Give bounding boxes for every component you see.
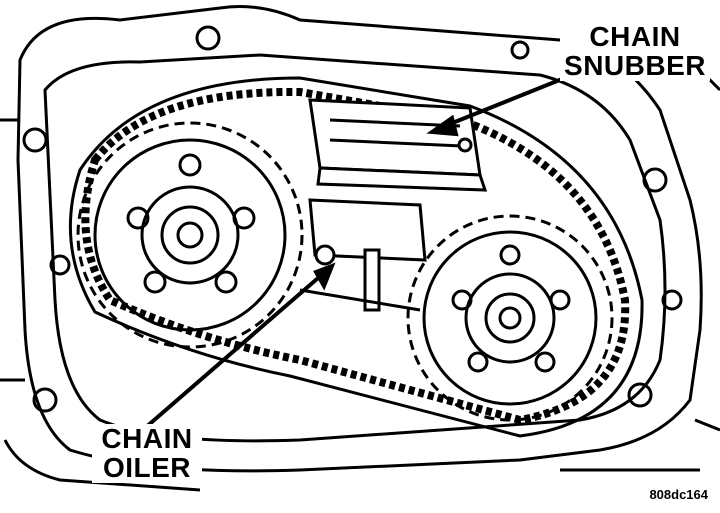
- oiler-arrowhead: [313, 262, 336, 291]
- chain-snubber-label: CHAIN SNUBBER: [560, 22, 710, 81]
- chain-snubber-label-line1: CHAIN: [589, 21, 681, 52]
- housing-outline: [0, 5, 720, 492]
- snubber-arrowhead: [426, 114, 459, 137]
- drive-chain: [68, 76, 644, 438]
- leader-lines: [143, 73, 573, 430]
- chain-snubber: [308, 98, 488, 192]
- left-sprocket: [76, 121, 304, 349]
- chain-snubber-label-line2: SNUBBER: [564, 50, 706, 82]
- housing-bolts: [22, 25, 683, 413]
- chain-oiler-label-line2: OILER: [102, 452, 192, 484]
- oiler-leader: [143, 270, 327, 430]
- chain-oiler: [299, 198, 427, 312]
- right-sprocket: [406, 214, 614, 422]
- chain-oiler-label: CHAIN OILER: [92, 424, 202, 483]
- snubber-leader: [439, 73, 573, 130]
- figure-code: 808dc164: [649, 487, 708, 502]
- chain-oiler-label-line1: CHAIN: [101, 423, 193, 454]
